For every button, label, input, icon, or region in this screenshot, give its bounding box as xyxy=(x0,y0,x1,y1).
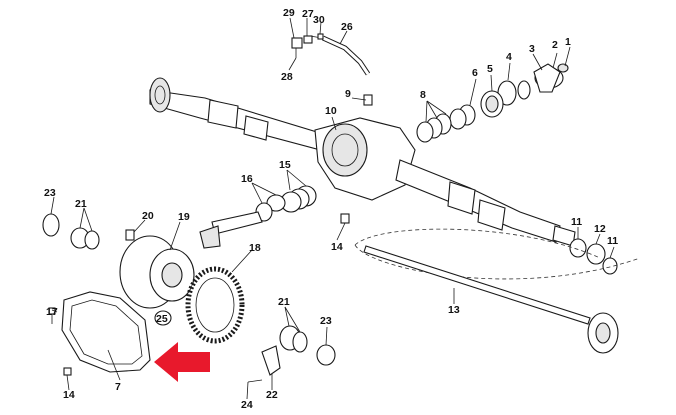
callout-25: 25 xyxy=(156,313,168,325)
differential-carrier xyxy=(42,213,195,309)
callout-14-lower: 14 xyxy=(63,389,75,401)
callout-18: 18 xyxy=(249,242,261,254)
callout-15: 15 xyxy=(279,159,291,171)
callout-13: 13 xyxy=(448,304,460,316)
ring-gear xyxy=(154,266,245,344)
callout-6: 6 xyxy=(472,67,478,79)
callout-5: 5 xyxy=(487,63,493,75)
callout-17: 17 xyxy=(46,306,58,318)
axle-shaft xyxy=(354,228,641,354)
callout-27: 27 xyxy=(302,8,314,20)
callout-28: 28 xyxy=(281,71,293,83)
callout-10: 10 xyxy=(325,105,337,117)
callout-20: 20 xyxy=(142,210,154,222)
callout-4: 4 xyxy=(506,51,512,63)
callout-23-left: 23 xyxy=(44,187,56,199)
callout-9: 9 xyxy=(345,88,351,100)
callout-19: 19 xyxy=(178,211,190,223)
pinion-gear xyxy=(199,185,317,249)
pinion-parts xyxy=(416,63,569,143)
callout-1: 1 xyxy=(565,36,571,48)
axle-housing xyxy=(149,77,576,247)
callout-21-right: 21 xyxy=(278,296,290,308)
callout-8: 8 xyxy=(420,89,426,101)
callout-11-left: 11 xyxy=(571,216,582,228)
diff-cover xyxy=(48,291,151,376)
callout-21-left: 21 xyxy=(75,198,87,210)
callout-11-right: 11 xyxy=(607,235,618,247)
callout-3: 3 xyxy=(529,43,535,55)
callout-24: 24 xyxy=(241,399,253,411)
leader-lines xyxy=(50,17,615,400)
callout-labels: 29 27 30 26 28 9 10 1 2 3 4 5 6 8 15 16 … xyxy=(44,7,618,411)
callout-12: 12 xyxy=(594,223,606,235)
callout-7: 7 xyxy=(115,381,121,393)
callout-30: 30 xyxy=(313,14,325,26)
callout-26: 26 xyxy=(341,21,353,33)
callout-22: 22 xyxy=(266,389,278,401)
callout-14-upper: 14 xyxy=(331,241,343,253)
red-arrow-icon xyxy=(154,342,210,382)
callout-2: 2 xyxy=(552,39,558,51)
breather-hose xyxy=(291,33,373,224)
callout-29: 29 xyxy=(283,7,295,19)
callout-23-right: 23 xyxy=(320,315,332,327)
callout-16: 16 xyxy=(241,173,253,185)
bearing-set-lower xyxy=(247,238,618,383)
